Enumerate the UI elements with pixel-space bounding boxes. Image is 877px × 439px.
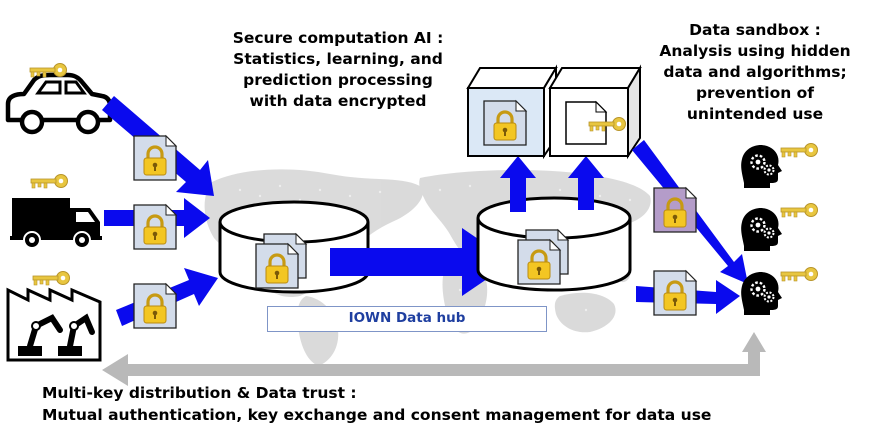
- user-head-gears-icon: [739, 143, 784, 190]
- caption-line: Analysis using hidden: [659, 42, 851, 60]
- caption-line: Multi-key distribution & Data trust :: [42, 384, 357, 402]
- encrypted-data-truck: [134, 205, 176, 249]
- data-sandbox-cube: [548, 64, 642, 160]
- user-head-gears-icon: [739, 206, 784, 253]
- hub-transfer-arrow: [330, 228, 512, 296]
- hub-to-compute-arrows: [500, 156, 604, 212]
- key-distribution-caption: Multi-key distribution & Data trust : Mu…: [42, 382, 711, 426]
- key-distribution-return-arrow: [102, 332, 766, 386]
- stored-encrypted-data-left: [256, 244, 298, 288]
- secure-computation-caption: Secure computation AI : Statistics, lear…: [214, 28, 462, 112]
- stored-encrypted-data-right: [518, 240, 560, 284]
- caption-line: Statistics, learning, and: [233, 50, 443, 68]
- factory-key-icon: [32, 271, 70, 286]
- factory-robot-icon: [6, 287, 102, 362]
- user-key-icon: [780, 267, 818, 282]
- user-head-gears-icon: [739, 270, 784, 317]
- caption-line: Mutual authentication, key exchange and …: [42, 406, 712, 424]
- car-icon: [5, 72, 113, 135]
- user-key-icon: [780, 203, 818, 218]
- encrypted-data-car: [134, 136, 176, 180]
- truck-icon: [10, 198, 102, 249]
- caption-line: Secure computation AI :: [232, 29, 444, 47]
- data-sandbox-caption: Data sandbox : Analysis using hidden dat…: [644, 20, 866, 125]
- caption-line: prediction processing: [243, 71, 433, 89]
- truck-key-icon: [30, 174, 68, 189]
- secure-computation-encrypted-data: [484, 101, 526, 145]
- iown-data-hub-label: IOWN Data hub: [267, 306, 547, 332]
- world-map-dots: [238, 184, 632, 332]
- purple-encrypted-data: [654, 188, 696, 232]
- user-key-icon: [780, 143, 818, 158]
- caption-line: data and algorithms;: [663, 63, 847, 81]
- caption-line: prevention of: [695, 84, 815, 102]
- caption-line: unintended use: [686, 105, 824, 123]
- caption-line: Data sandbox :: [689, 21, 821, 39]
- caption-line: with data encrypted: [249, 92, 427, 110]
- encrypted-data-to-user: [654, 271, 696, 315]
- encrypted-data-factory: [134, 284, 176, 328]
